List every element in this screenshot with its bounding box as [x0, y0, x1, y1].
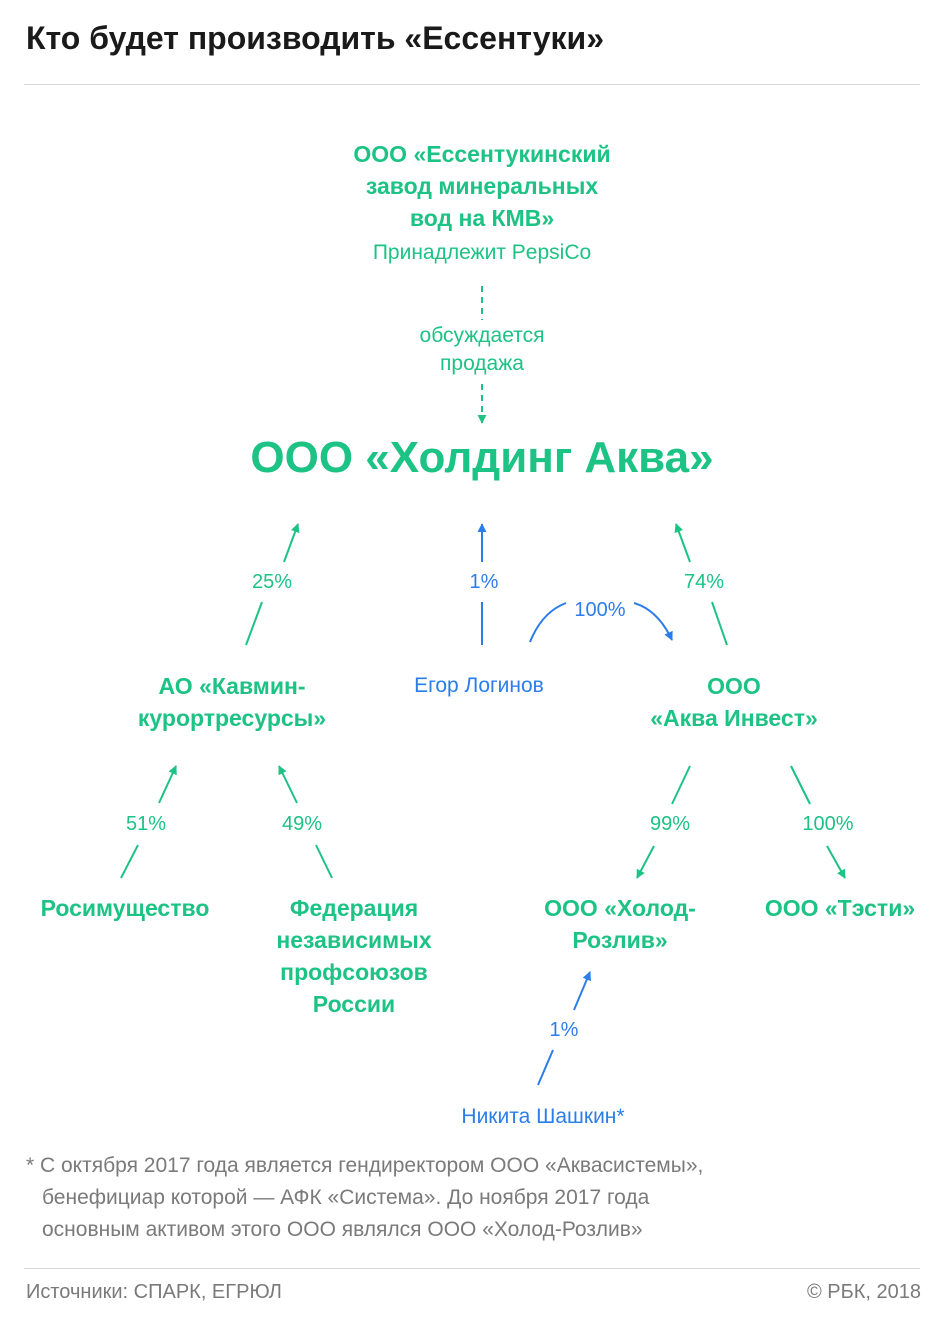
node-nikita-shashkin: Никита Шашкин* — [461, 1105, 625, 1128]
sale-note: обсуждается продажа — [419, 324, 545, 375]
node-egor-loginov: Егор Логинов — [414, 674, 544, 697]
node-testi: ООО «Тэсти» — [764, 895, 916, 921]
edge-federation-kavmin-top — [278, 765, 298, 804]
node-essentuki-plant-note: Принадлежит PepsiCo — [372, 241, 592, 264]
edge-rosim-kavmin-top — [158, 765, 177, 804]
label-kavmin-holding: 25% — [251, 571, 293, 593]
edge-akvainvest-holod-top — [671, 765, 691, 805]
node-federation: Федерация независимых профсоюзов России — [276, 895, 432, 1017]
edge-nikita-holod-bottom — [537, 1049, 554, 1086]
label-akvainvest-holding: 74% — [683, 571, 725, 593]
edge-egor-akvainvest-right — [633, 602, 673, 641]
node-akva-invest: ООО «Аква Инвест» — [650, 673, 818, 731]
node-holod-rozliv: ООО «Холод- Розлив» — [544, 895, 696, 953]
edge-akvainvest-testi-top — [790, 765, 811, 805]
edge-akvainvest-testi-bottom — [826, 845, 846, 879]
top-divider — [24, 84, 920, 85]
edge-kavmin-holding-bottom — [245, 601, 263, 646]
label-nikita-holod: 1% — [549, 1019, 579, 1041]
footnote: * С октября 2017 года является гендирект… — [26, 1154, 704, 1241]
label-federation-kavmin: 49% — [281, 813, 323, 835]
edge-akvainvest-holod-bottom — [636, 845, 655, 879]
edge-kavmin-holding-top — [283, 523, 300, 563]
label-rosim-kavmin: 51% — [125, 813, 167, 835]
node-essentuki-plant: ООО «Ессентукинский завод минеральных во… — [353, 141, 611, 231]
label-egor-holding: 1% — [469, 571, 499, 593]
label-akvainvest-testi: 100% — [802, 813, 854, 835]
edge-federation-kavmin-bottom — [315, 844, 333, 879]
node-kavmin: АО «Кавмин- курортресурсы» — [137, 673, 327, 731]
page-title: Кто будет производить «Ессентуки» — [26, 20, 605, 56]
label-egor-akvainvest: 100% — [574, 599, 626, 621]
edge-egor-akvainvest-left — [529, 602, 567, 643]
copyright: © РБК, 2018 — [806, 1281, 921, 1303]
edge-akvainvest-holding-top — [674, 523, 691, 563]
bottom-divider — [24, 1268, 920, 1269]
edge-akvainvest-holding-bottom — [711, 601, 728, 646]
node-rosimushchestvo: Росимущество — [40, 895, 210, 921]
node-holding-akva: ООО «Холдинг Аква» — [250, 433, 714, 482]
sources: Источники: СПАРК, ЕГРЮЛ — [26, 1281, 282, 1303]
edge-rosim-kavmin-bottom — [120, 844, 139, 879]
edge-nikita-holod-top — [573, 971, 592, 1011]
label-akvainvest-holod: 99% — [649, 813, 691, 835]
